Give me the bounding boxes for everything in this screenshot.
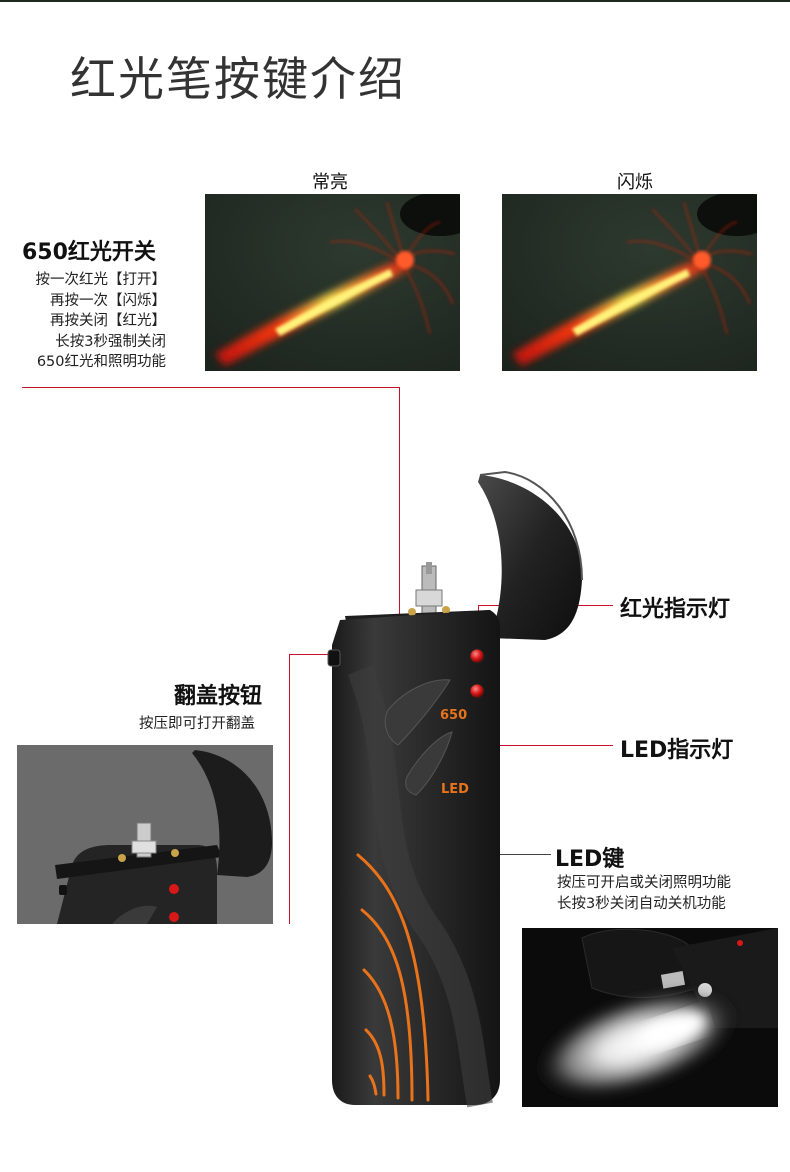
led-flashlight-photo (522, 928, 778, 1107)
callout-line-650-vertical (399, 387, 400, 705)
flash-label: 闪烁 (617, 172, 653, 193)
led-indicator-heading: LED指示灯 (620, 738, 734, 763)
flip-button-description: 按压即可打开翻盖 (139, 716, 255, 732)
flip-cap-photo (17, 745, 273, 924)
callout-line-flip (289, 654, 333, 655)
red-indicator-heading: 红光指示灯 (620, 597, 731, 622)
switch-650-line: 按一次红光【打开】 (35, 272, 167, 288)
led-key-heading: LED键 (555, 847, 625, 872)
page-title: 红光笔按键介绍 (70, 52, 406, 106)
steady-label: 常亮 (312, 172, 348, 193)
flash-laser-photo (502, 194, 757, 371)
flip-button-heading: 翻盖按钮 (174, 684, 263, 709)
switch-650-description: 按一次红光【打开】 再按一次【闪烁】 再按关闭【红光】 长按3秒强制关闭 650… (0, 270, 167, 373)
switch-650-line: 再按关闭【红光】 (50, 313, 166, 329)
led-key-description: 按压可开启或关闭照明功能 长按3秒关闭自动关机功能 (557, 873, 731, 914)
switch-650-line: 长按3秒强制关闭 (55, 333, 166, 350)
fiber-laser-pen-device: 650 LED (320, 470, 590, 1110)
top-rule (0, 0, 790, 2)
callout-line-650 (22, 387, 400, 388)
led-key-line: 按压可开启或关闭照明功能 (557, 875, 731, 891)
steady-laser-photo (205, 194, 460, 371)
switch-650-line: 650红光和照明功能 (36, 354, 166, 370)
led-key-line: 长按3秒关闭自动关机功能 (557, 895, 726, 912)
switch-650-line: 再按一次【闪烁】 (50, 292, 166, 309)
switch-650-heading: 650红光开关 (22, 240, 156, 265)
callout-line-flip-vertical (289, 654, 290, 924)
callout-line-led-indicator (479, 745, 613, 746)
device-label-650: 650 (440, 708, 468, 723)
device-label-led: LED (441, 782, 469, 797)
